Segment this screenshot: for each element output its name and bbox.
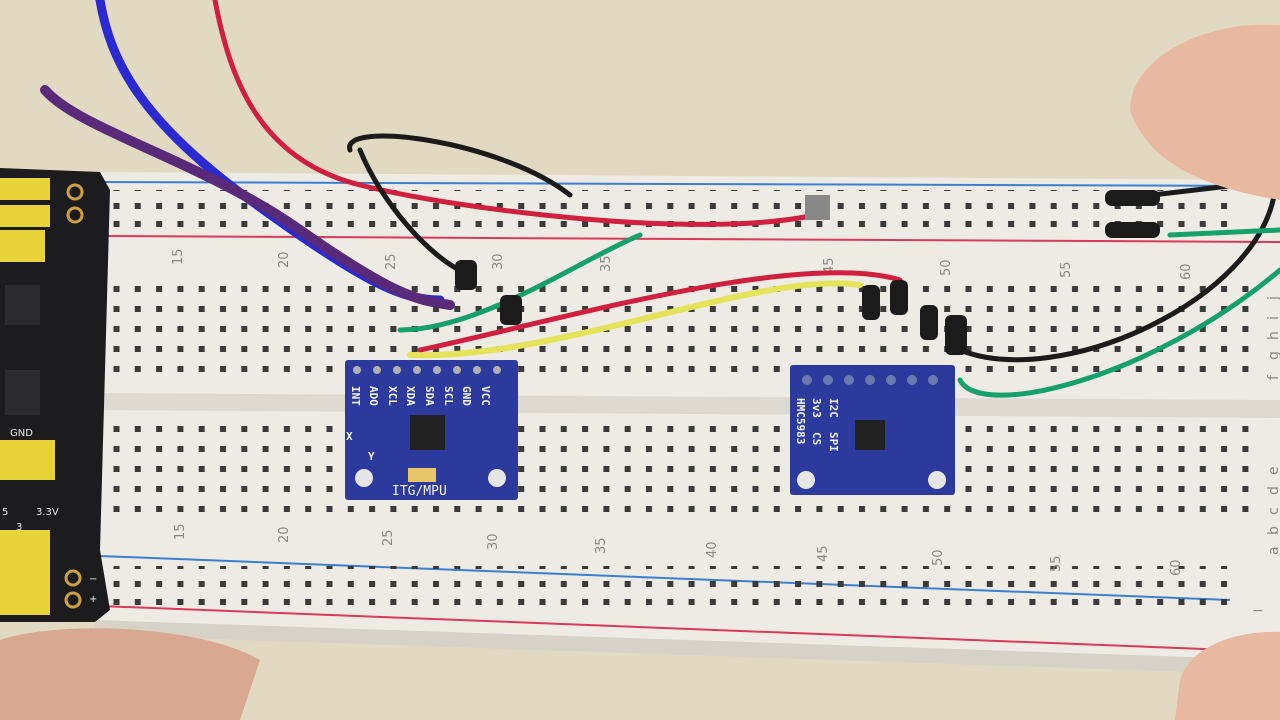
pin-label: INT — [349, 386, 362, 406]
row-letter: f — [1266, 374, 1280, 380]
breadboard: 15 20 25 30 35 45 50 55 60 15 20 25 30 3… — [95, 172, 1280, 675]
pin-label: XCL — [386, 386, 399, 406]
3-label: 3 — [16, 522, 22, 533]
jumper-label: SPI — [827, 432, 840, 452]
module-name: HMC5983 — [794, 398, 807, 444]
5v-label: 5 — [2, 507, 8, 518]
chip — [855, 420, 885, 450]
top-blue-rail-line — [99, 181, 1280, 187]
col-num: 55 — [1059, 261, 1074, 278]
axis-x-label: X — [346, 430, 353, 443]
red-wire-2 — [417, 270, 903, 353]
itg-mpu-module: INT ADO XCL XDA SDA SCL GND VCC X Y ITG/… — [345, 360, 518, 500]
power-supply-module: GND 3.3V 5 3 − + — [0, 168, 110, 622]
bottom-terminal-holes — [110, 418, 1260, 523]
chip — [410, 415, 445, 450]
col-num: 30 — [486, 533, 501, 550]
green-wire — [397, 232, 643, 333]
jumper — [0, 440, 55, 480]
bottom-red-rail-line — [99, 605, 1231, 651]
jumper — [0, 530, 50, 615]
col-num: 45 — [822, 257, 837, 274]
jumper — [0, 178, 50, 200]
gnd-label: GND — [10, 428, 33, 439]
row-letter: i — [1266, 316, 1280, 320]
col-num: 35 — [594, 537, 609, 554]
row-letter: a — [1266, 546, 1280, 555]
module-name: ITG/MPU — [392, 484, 447, 499]
capacitor — [408, 468, 436, 482]
bottom-column-numbers: 15 20 25 30 35 40 45 50 55 60 — [173, 523, 1184, 576]
col-num: 25 — [381, 529, 396, 546]
jumper-label: 3v3 — [810, 398, 823, 418]
plus-label: + — [89, 594, 97, 605]
3v3-label: 3.3V — [36, 507, 59, 518]
col-num: 15 — [171, 248, 186, 265]
row-letter: h — [1266, 331, 1280, 340]
purple-wire — [40, 85, 455, 310]
pin-label: XDA — [404, 386, 417, 406]
row-letter: j — [1266, 296, 1280, 301]
wire-connectors — [455, 190, 1160, 355]
col-num: 20 — [277, 526, 292, 543]
jumper — [0, 230, 45, 262]
col-num: 50 — [931, 549, 946, 566]
col-num: 60 — [1179, 263, 1194, 280]
row-letters: j i h g f e d c b a − — [1252, 296, 1280, 619]
row-letter: d — [1266, 486, 1280, 495]
axis-y-label: Y — [368, 450, 375, 463]
bottom-rail-holes — [110, 566, 1230, 606]
jumper-label: CS — [810, 432, 823, 445]
col-num: 50 — [939, 259, 954, 276]
col-num: 45 — [816, 545, 831, 562]
col-num: 15 — [173, 523, 188, 540]
hmc5983-module: HMC5983 3v3 CS I2C SPI — [790, 365, 955, 495]
col-num: 20 — [277, 251, 292, 268]
row-letter: b — [1266, 526, 1280, 535]
pin-label: SDA — [423, 386, 436, 406]
jumper-wires — [40, 0, 1280, 398]
row-letter: c — [1266, 507, 1280, 515]
col-num: 25 — [384, 253, 399, 270]
green-wire-2 — [957, 267, 1280, 398]
jumper — [0, 205, 50, 227]
col-num: 55 — [1049, 555, 1064, 572]
top-column-numbers: 15 20 25 30 35 45 50 55 60 — [171, 248, 1194, 280]
row-letter: e — [1266, 466, 1280, 475]
col-num: 60 — [1169, 559, 1184, 576]
minus-label: − — [89, 574, 97, 585]
yellow-wire — [407, 280, 863, 359]
pin-label: GND — [460, 386, 473, 406]
row-letter: g — [1266, 351, 1280, 360]
jumper-label: I2C — [827, 398, 840, 418]
fingers — [0, 24, 1280, 720]
pin-label: ADO — [367, 386, 380, 406]
col-num: 30 — [491, 253, 506, 270]
rail-minus-label: − — [1252, 603, 1264, 619]
pin-label: VCC — [479, 386, 492, 406]
col-num: 40 — [705, 541, 720, 558]
pin-label: SCL — [442, 386, 455, 406]
col-num: 35 — [599, 255, 614, 272]
